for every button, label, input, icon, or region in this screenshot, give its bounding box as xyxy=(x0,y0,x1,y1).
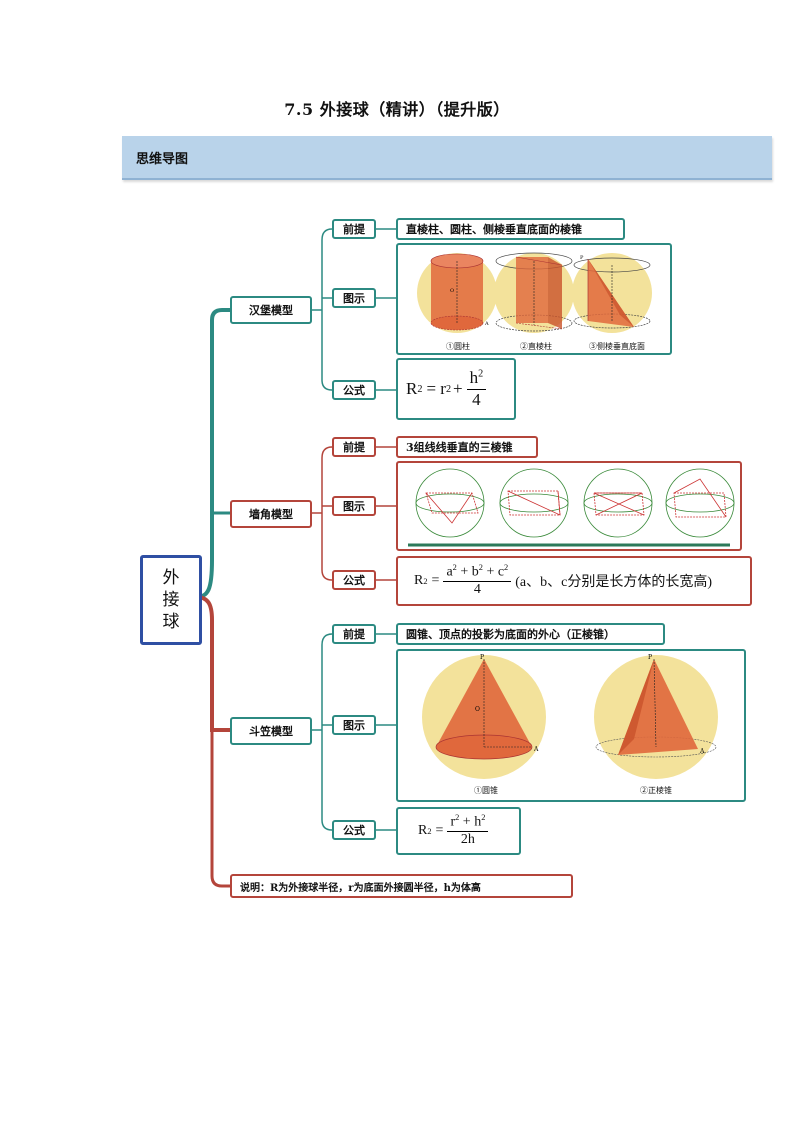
branch-corner-model: 墙角模型 xyxy=(230,500,312,528)
premise-1: 直棱柱、圆柱、侧棱垂直底面的棱锥 xyxy=(396,218,625,240)
section-banner: 思维导图 xyxy=(122,136,772,180)
label-p-cone: P xyxy=(480,654,484,661)
label-formula-1: 公式 xyxy=(332,380,376,400)
formula-1-den: 4 xyxy=(472,389,481,409)
label-o-1: O xyxy=(450,288,454,294)
figure-panel-2 xyxy=(396,461,742,551)
caption-right-prism: ②直棱柱 xyxy=(520,342,552,351)
root-char-3: 球 xyxy=(162,612,180,632)
figure-prisms: O A P xyxy=(417,252,652,333)
label-p-1: P xyxy=(580,255,584,261)
label-figure-2: 图示 xyxy=(332,496,376,516)
label-premise-1: 前提 xyxy=(332,219,376,239)
formula-1-num: h xyxy=(469,368,479,388)
formula-1-mid: = r xyxy=(426,379,446,398)
branch-hamburger-model: 汉堡模型 xyxy=(230,296,312,324)
caption-regular-pyramid: ②正棱锥 xyxy=(640,786,672,795)
label-formula-3: 公式 xyxy=(332,820,376,840)
caption-perp-pyramid: ③侧棱垂直底面 xyxy=(589,342,645,351)
label-o-cone: O xyxy=(475,706,480,713)
figure-panel-3: P O A P A ①圆锥 ②正棱锥 xyxy=(396,649,746,802)
label-p-pyramid: P xyxy=(648,654,652,661)
formula-2-lhs: R xyxy=(414,573,424,588)
root-char-2: 接 xyxy=(162,590,180,610)
page-title: 7.5 外接球（精讲）（提升版） xyxy=(284,100,510,119)
formula-1-lhs: R xyxy=(406,379,418,398)
note-box: 说明：R为外接球半径，r为底面外接圆半径，h为体高 xyxy=(230,874,573,898)
formula-2-note: (a、b、c分别是长方体的长宽高) xyxy=(515,575,712,590)
caption-cone: ①圆锥 xyxy=(474,786,498,795)
branch-cone-model: 斗笠模型 xyxy=(230,717,312,745)
label-premise-2: 前提 xyxy=(332,437,376,457)
figure-cones: P O A P A xyxy=(422,654,718,779)
root-char-1: 外 xyxy=(162,568,180,588)
label-premise-3: 前提 xyxy=(332,624,376,644)
label-figure-3: 图示 xyxy=(332,715,376,735)
label-figure-1: 图示 xyxy=(332,288,376,308)
formula-3-den: 2h xyxy=(460,832,475,848)
root-node: 外 接 球 xyxy=(140,555,202,645)
formula-3-lhs: R xyxy=(418,823,428,838)
label-a-cone: A xyxy=(533,746,539,753)
premise-3: 圆锥、顶点的投影为底面的外心（正棱锥） xyxy=(396,623,665,645)
formula-2-den: 4 xyxy=(473,582,481,598)
figure-corner-spheres xyxy=(408,468,735,547)
label-formula-2: 公式 xyxy=(332,570,376,590)
premise-2: 3组线线垂直的三棱锥 xyxy=(396,436,538,458)
banner-label: 思维导图 xyxy=(136,152,189,167)
label-a-pyramid: A xyxy=(699,748,705,755)
label-a-1: A xyxy=(484,321,489,327)
figure-panel-1: O A P ①圆柱 ②直棱柱 ③侧棱垂直底面 xyxy=(396,243,672,355)
caption-cylinder: ①圆柱 xyxy=(446,342,470,351)
